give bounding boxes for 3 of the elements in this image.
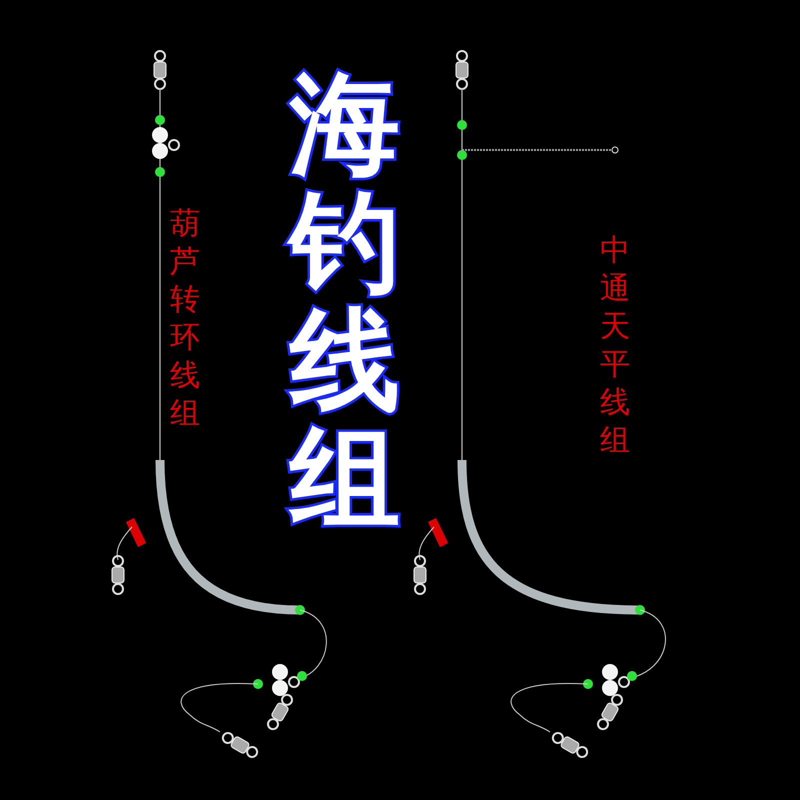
rig-label: 葫芦转环线组 xyxy=(169,205,201,433)
title: 海钓线组 xyxy=(285,65,405,537)
rig-label: 中通天平线组 xyxy=(599,232,631,460)
